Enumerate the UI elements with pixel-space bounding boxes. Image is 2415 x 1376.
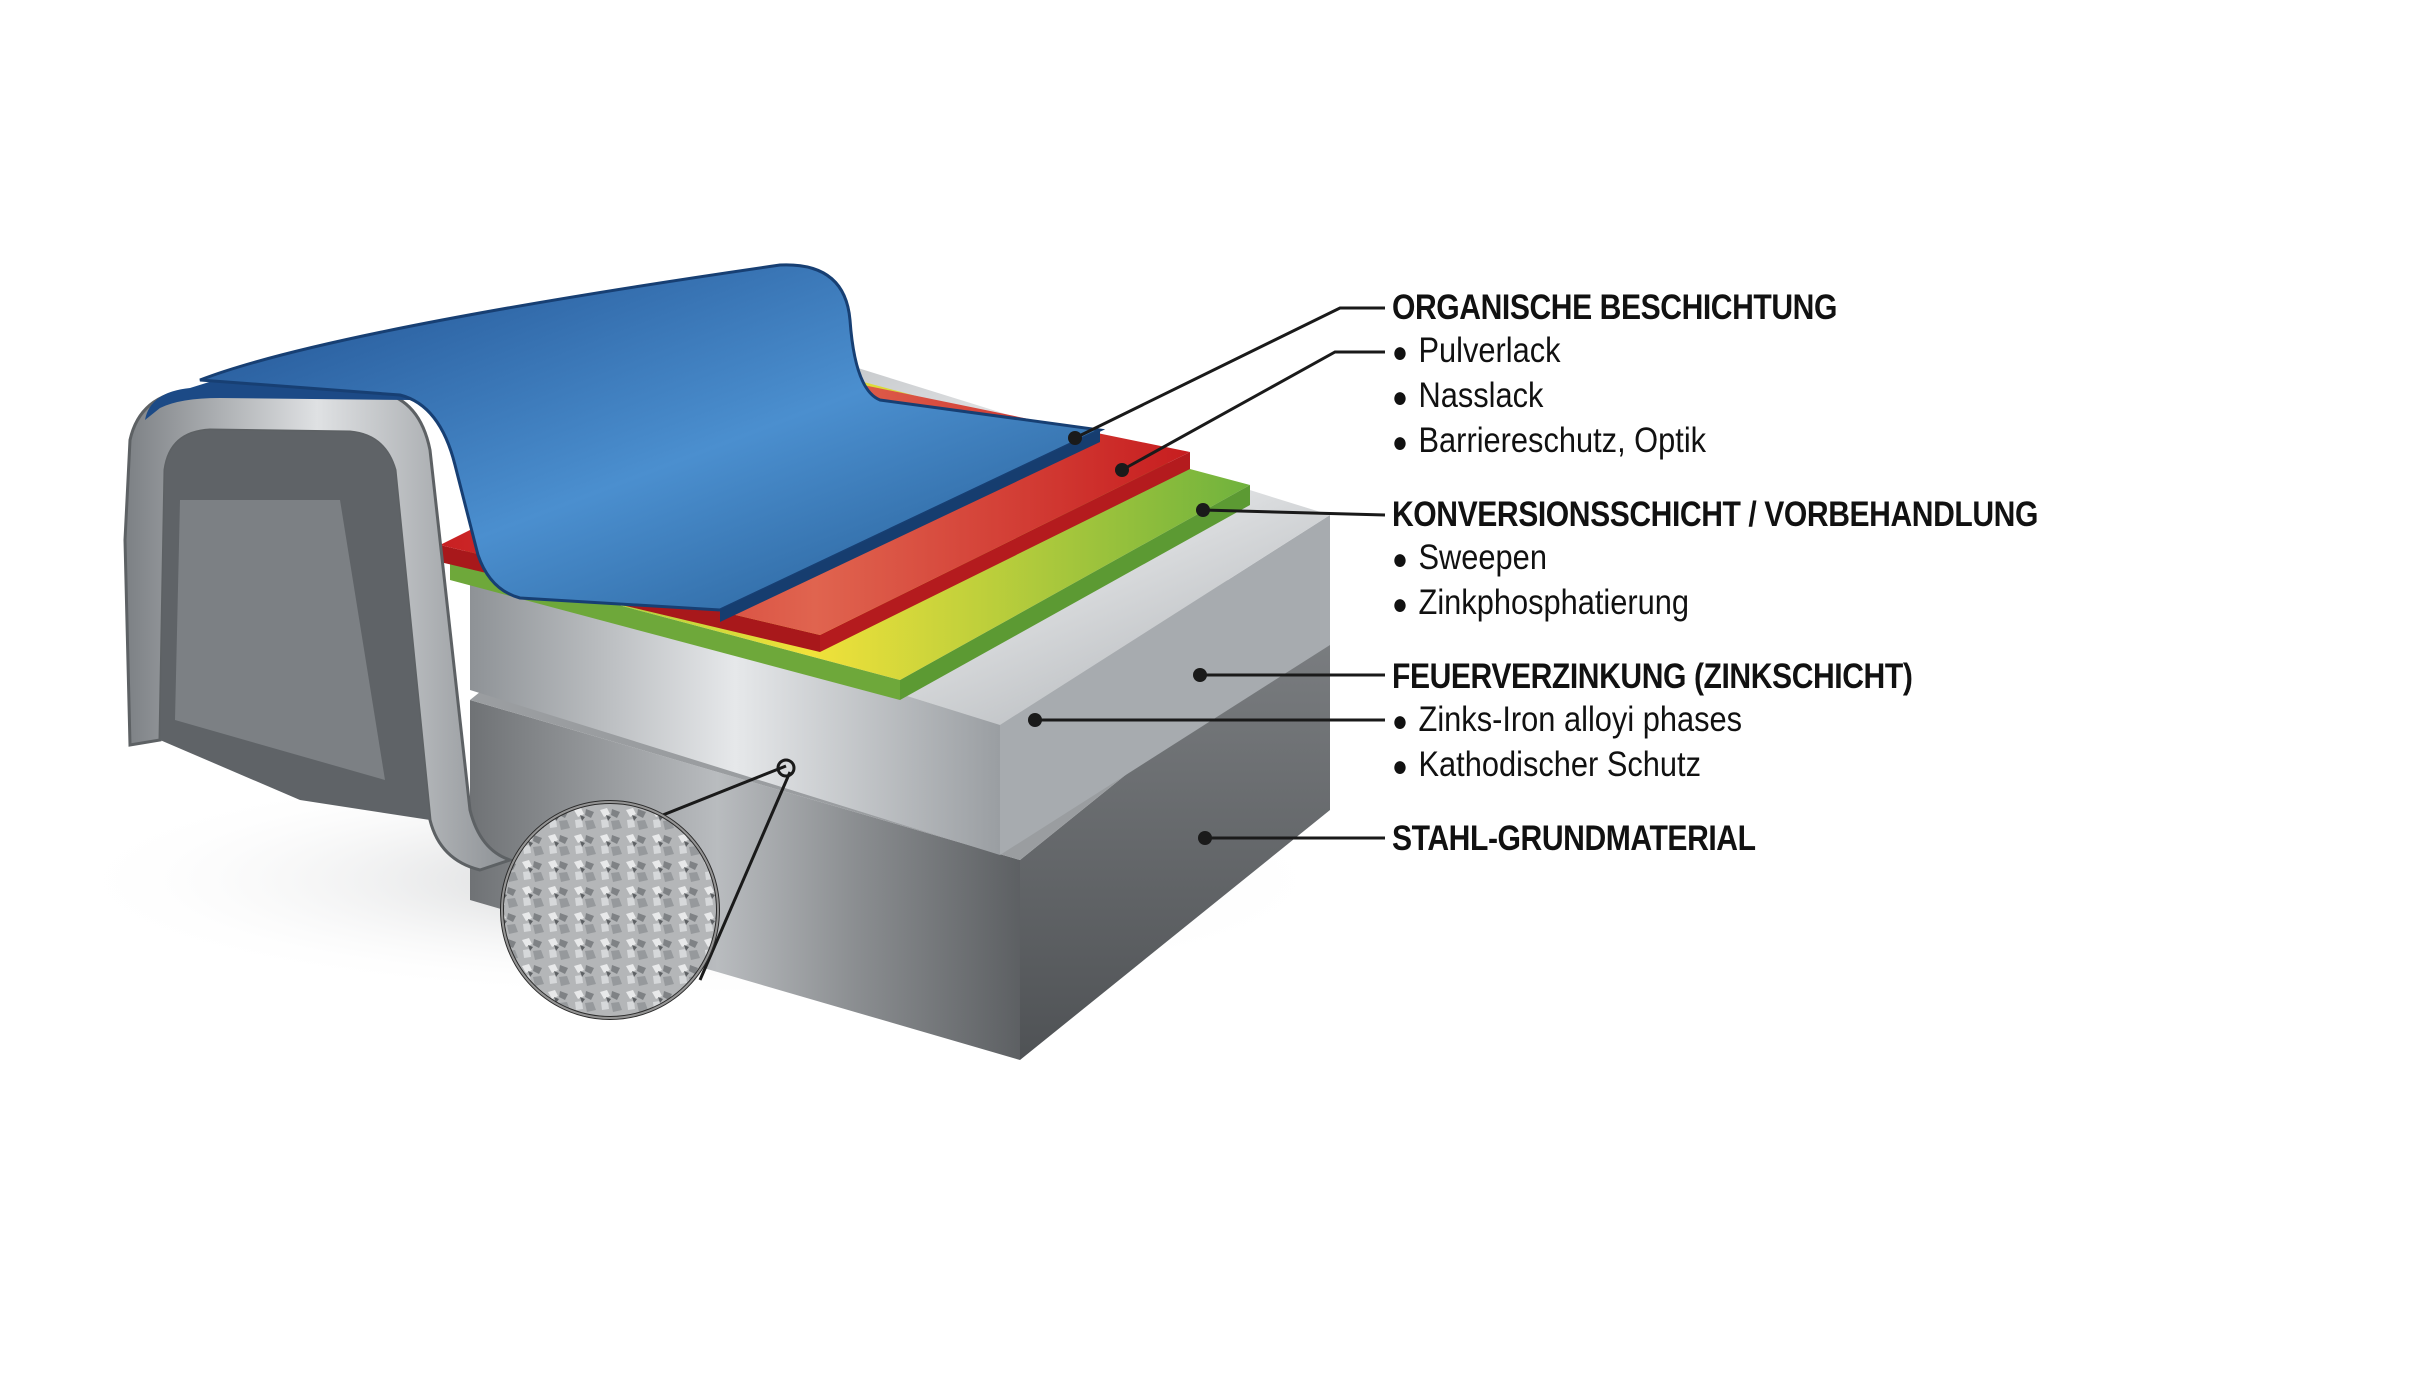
label-title: ORGANISCHE BESCHICHTUNG — [1392, 288, 1837, 327]
leader-conversion — [1202, 508, 1386, 517]
leader-lines — [1035, 306, 1386, 840]
magnifier-circle-icon — [500, 800, 720, 1020]
powder-coat-layer — [145, 263, 1106, 622]
leader-wet-coat — [1121, 350, 1385, 472]
leader-powder-coat — [1074, 306, 1385, 440]
label-title: STAHL-GRUNDMATERIAL — [1392, 819, 1756, 858]
leader-dots — [1028, 431, 1212, 845]
label-title: KONVERSIONSSCHICHT / VORBEHANDLUNG — [1392, 495, 2038, 534]
list-item: ●Zinkphosphatierung — [1392, 583, 1690, 622]
list-item: ●Sweepen — [1392, 538, 1547, 577]
bullet-dot-icon: ● — [1392, 381, 1408, 414]
bullet-dot-icon: ● — [1392, 426, 1408, 459]
bullet-dot-icon: ● — [1392, 336, 1408, 369]
label-steel-base: STAHL-GRUNDMATERIAL — [1392, 818, 1815, 860]
list-item: ●Kathodischer Schutz — [1392, 745, 1702, 784]
list-item: ●Pulverlack — [1392, 331, 1561, 370]
bent-profile — [123, 388, 515, 872]
list-item: ●Zinks-Iron alloyi phases — [1392, 700, 1743, 739]
list-item: ●Nasslack — [1392, 376, 1544, 415]
label-organic-coating: ORGANISCHE BESCHICHTUNG ●Pulverlack ●Nas… — [1392, 287, 1909, 464]
bullet-dot-icon: ● — [1392, 750, 1408, 783]
bullet-dot-icon: ● — [1392, 705, 1408, 738]
label-conversion-layer: KONVERSIONSSCHICHT / VORBEHANDLUNG ●Swee… — [1392, 494, 2143, 626]
magnifier-leader-2 — [698, 771, 792, 981]
list-item: ●Barriereschutz, Optik — [1392, 421, 1707, 460]
bullet-dot-icon: ● — [1392, 543, 1408, 576]
bullet-dot-icon: ● — [1392, 588, 1408, 621]
magnifier-target — [776, 758, 796, 778]
label-galvanizing: FEUERVERZINKUNG (ZINKSCHICHT) ●Zinks-Iro… — [1392, 656, 1997, 788]
label-title: FEUERVERZINKUNG (ZINKSCHICHT) — [1392, 657, 1913, 696]
